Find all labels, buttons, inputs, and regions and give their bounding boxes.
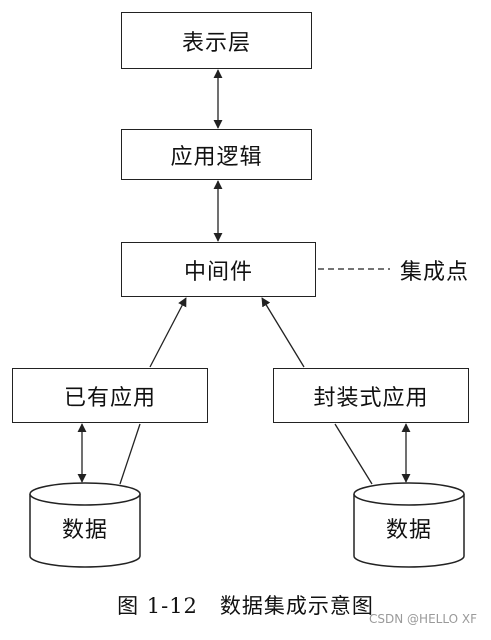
watermark: CSDN @HELLO XF xyxy=(369,612,477,626)
connector-existing-app-to-data-link xyxy=(119,423,141,485)
database-cylinder-icon xyxy=(353,482,465,568)
data-store-right: 数据 xyxy=(352,482,466,570)
data-store-left: 数据 xyxy=(28,482,142,570)
integration-point-annotation: 集成点 xyxy=(400,260,470,285)
existing-app-box: 已有应用 xyxy=(12,368,208,423)
presentation-layer-box: 表示层 xyxy=(121,12,312,69)
figure-caption: 图 1-12 数据集成示意图 xyxy=(0,590,491,620)
figure-title: 数据集成示意图 xyxy=(219,594,374,618)
connector-packaged-app-to-middleware xyxy=(261,297,305,368)
existing-app-label: 已有应用 xyxy=(63,385,156,411)
database-cylinder-icon xyxy=(29,482,141,568)
app-logic-label: 应用逻辑 xyxy=(170,144,263,170)
packaged-app-label: 封装式应用 xyxy=(313,385,429,411)
app-logic-box: 应用逻辑 xyxy=(121,129,312,180)
packaged-app-box: 封装式应用 xyxy=(273,368,469,423)
data-store-left-label: 数据 xyxy=(61,518,108,543)
figure-number: 图 1-12 xyxy=(117,594,198,618)
middleware-box: 中间件 xyxy=(121,242,316,297)
data-store-right-label: 数据 xyxy=(385,518,432,543)
presentation-layer-label: 表示层 xyxy=(181,30,251,56)
middleware-label: 中间件 xyxy=(183,259,253,285)
connector-packaged-app-to-data-link xyxy=(334,423,373,485)
connector-existing-app-to-middleware xyxy=(149,297,187,368)
